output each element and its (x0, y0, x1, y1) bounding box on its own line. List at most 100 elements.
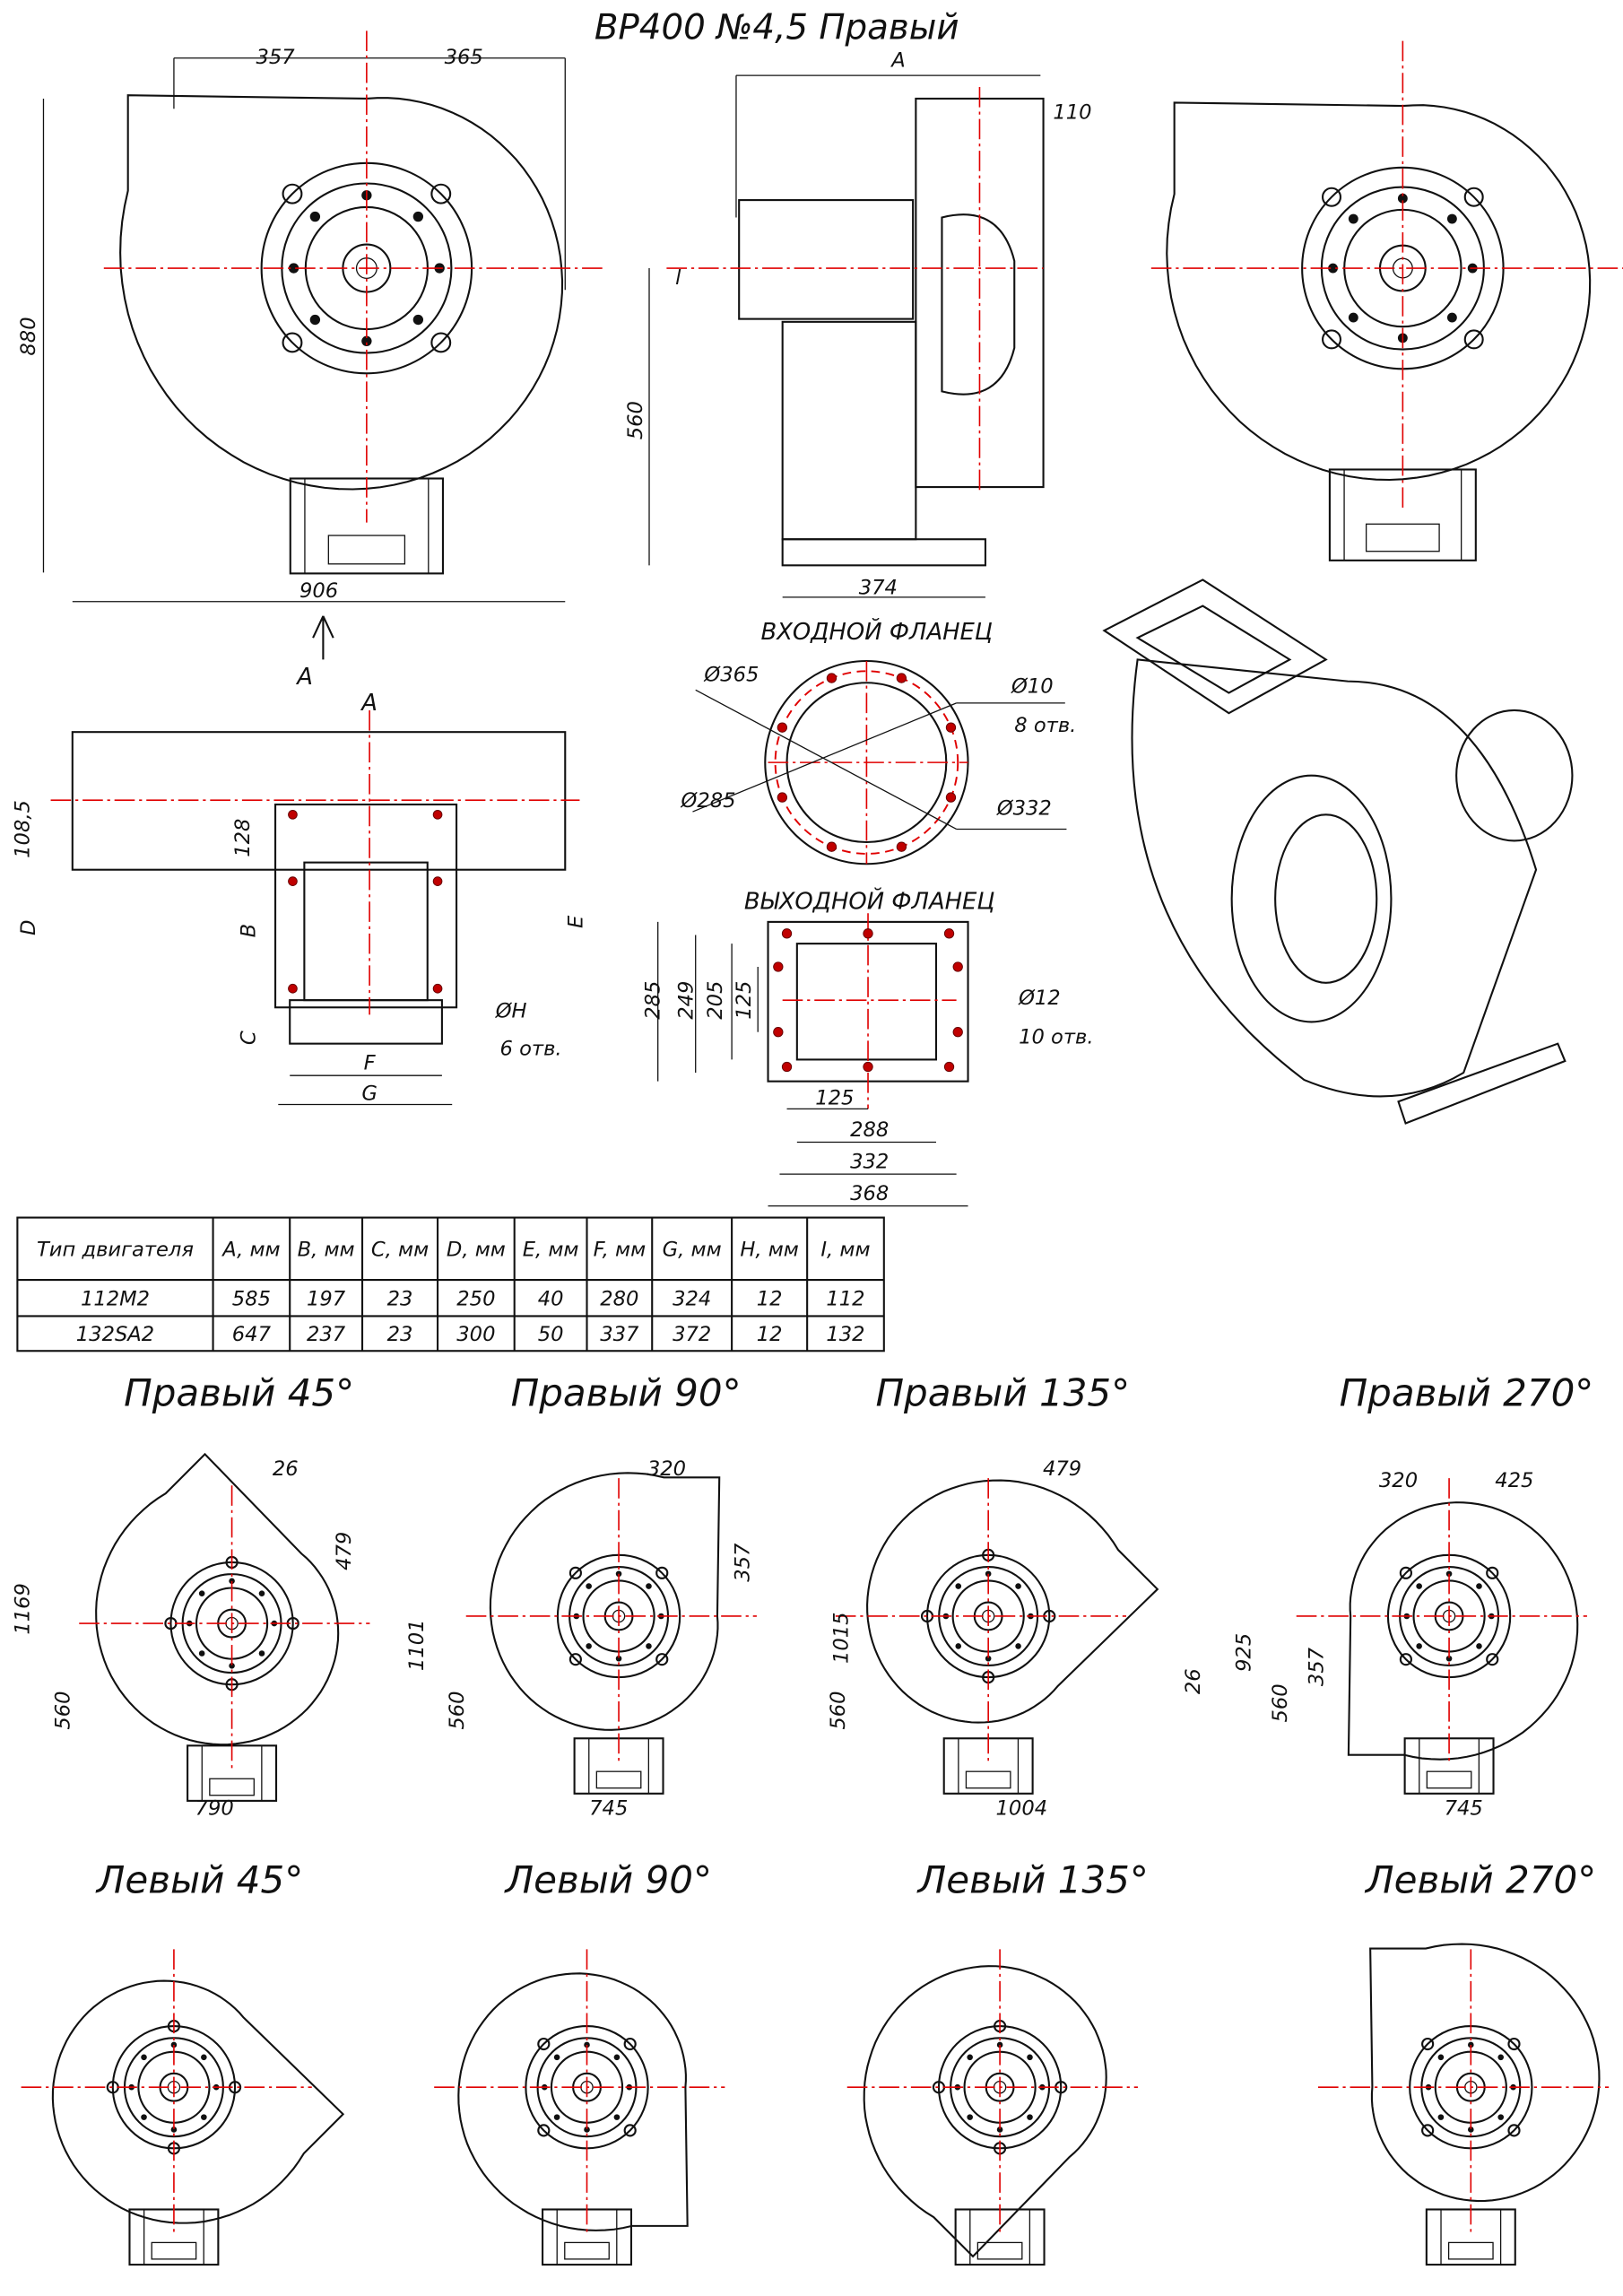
rotation-variants (21, 1452, 1610, 2266)
mount-lug (1043, 1609, 1056, 1623)
r270-dim-925: 925 (1233, 1633, 1256, 1672)
variant-title-left-45: Левый 45° (95, 1858, 303, 1902)
table-cell: 50 (538, 1323, 564, 1346)
mount-lug (286, 1616, 299, 1631)
scroll-casing (1347, 1501, 1579, 1761)
mount-lug (537, 2037, 551, 2051)
bolt-hole (1476, 1583, 1482, 1589)
mount-lug (993, 2019, 1007, 2033)
bolt-hole (229, 1663, 235, 1669)
hole-count-6: 6 отв. (500, 1038, 562, 1061)
hub-ring (985, 2072, 1015, 2102)
bolt-hole (955, 1583, 962, 1589)
scroll-casing (863, 1965, 1107, 2258)
bolt-hole (613, 2114, 621, 2120)
bolt-hole (1015, 1583, 1021, 1589)
variant-title-left-90: Левый 90° (504, 1858, 712, 1902)
fan-base (1328, 468, 1477, 561)
outlet-bolt-hole (943, 1061, 955, 1073)
bolt-hole (615, 1655, 622, 1662)
base-bolt-hole (288, 876, 298, 886)
base-bolt-hole (288, 809, 298, 820)
mount-lug (1399, 1653, 1412, 1666)
table-cell: 132 (826, 1323, 864, 1346)
bolt-hole (201, 2054, 207, 2061)
hub-ring (137, 2050, 211, 2124)
variant-right-90 (465, 1472, 757, 1795)
outlet-bolt-hole (773, 961, 784, 972)
front-view: 357 365 880 906 (17, 30, 604, 603)
section-label-a: A (360, 690, 378, 717)
mount-lug (623, 2124, 637, 2137)
scroll-casing (1166, 101, 1592, 482)
bolt-hole (309, 314, 321, 326)
bolt-hole (584, 2041, 590, 2048)
mount-lug (1486, 1653, 1499, 1666)
bolt-hole (141, 2054, 147, 2061)
table-cell: 647 (232, 1323, 272, 1346)
inlet-bolt-hole (945, 722, 957, 733)
dim-A-label: A (890, 48, 905, 72)
outlet-d12: Ø12 (1018, 987, 1061, 1010)
table-cell: 300 (456, 1323, 495, 1346)
drawing-title: ВР400 №4,5 Правый (595, 8, 959, 48)
variant-title-left-135: Левый 135° (916, 1858, 1149, 1902)
table-header: F, мм (594, 1238, 647, 1261)
r45-dim-479: 479 (333, 1532, 356, 1570)
bolt-hole (584, 2126, 590, 2133)
r135-dim-1004: 1004 (996, 1796, 1048, 1820)
mount-lug (106, 2081, 119, 2094)
side-view: A 110 l 560 374 (624, 48, 1092, 599)
r45-dim-1169: 1169 (11, 1583, 34, 1635)
table-cell: 40 (538, 1287, 564, 1310)
table-cell: 132SA2 (76, 1323, 154, 1346)
bolt-hole (553, 2054, 560, 2061)
dim-108-5: 108,5 (11, 800, 34, 858)
mount-lug (225, 1678, 239, 1692)
outlet-bolt-hole (773, 1027, 784, 1038)
table-cell: 197 (307, 1287, 346, 1310)
bolt-hole (586, 1583, 592, 1589)
bolt-hole (1437, 2114, 1445, 2120)
variant-title-right-135: Правый 135° (875, 1371, 1130, 1415)
bolt-hole (615, 1570, 622, 1578)
table-cell: 324 (673, 1287, 711, 1310)
variant-right-45 (79, 1452, 370, 1802)
fan-housing (863, 1965, 1107, 2258)
bolt-hole (1416, 1643, 1422, 1649)
r45-dim-790: 790 (195, 1796, 234, 1820)
mount-lug (920, 1609, 934, 1623)
base-bolt-hole (432, 809, 443, 820)
bolt-hole (1328, 263, 1338, 274)
variant-left-45 (21, 1949, 345, 2266)
bolt-hole (967, 2114, 973, 2120)
hub-ring (217, 1608, 247, 1639)
bolt-hole (229, 1578, 235, 1585)
bolt-hole (1416, 1583, 1422, 1589)
mount-lug (623, 2037, 637, 2051)
bolt-hole (198, 1590, 205, 1596)
fan-housing (1347, 1501, 1579, 1761)
bolt-hole (1446, 312, 1457, 323)
inlet-d365: Ø365 (703, 664, 759, 687)
mount-lug (1463, 187, 1484, 207)
bolt-hole (412, 211, 424, 222)
variant-title-right-270: Правый 270° (1340, 1371, 1594, 1415)
bolt-hole (996, 2126, 1003, 2133)
bolt-hole (1468, 2126, 1474, 2133)
mount-lug (1507, 2124, 1521, 2137)
outlet-h205: 205 (704, 981, 727, 1020)
bolt-hole (1397, 193, 1408, 204)
scroll-casing (119, 94, 564, 491)
table-cell: 280 (600, 1287, 638, 1310)
fan-housing (489, 1472, 721, 1731)
mount-lug (655, 1566, 669, 1579)
dim-374: 374 (859, 577, 898, 600)
r135-dim-560: 560 (827, 1691, 850, 1729)
mount-lug (1421, 2124, 1435, 2137)
table-cell: 12 (757, 1287, 783, 1310)
mount-lug (982, 1671, 995, 1684)
hub-ring (111, 2025, 237, 2150)
bolt-hole (1446, 213, 1457, 224)
scroll-casing (489, 1472, 721, 1731)
